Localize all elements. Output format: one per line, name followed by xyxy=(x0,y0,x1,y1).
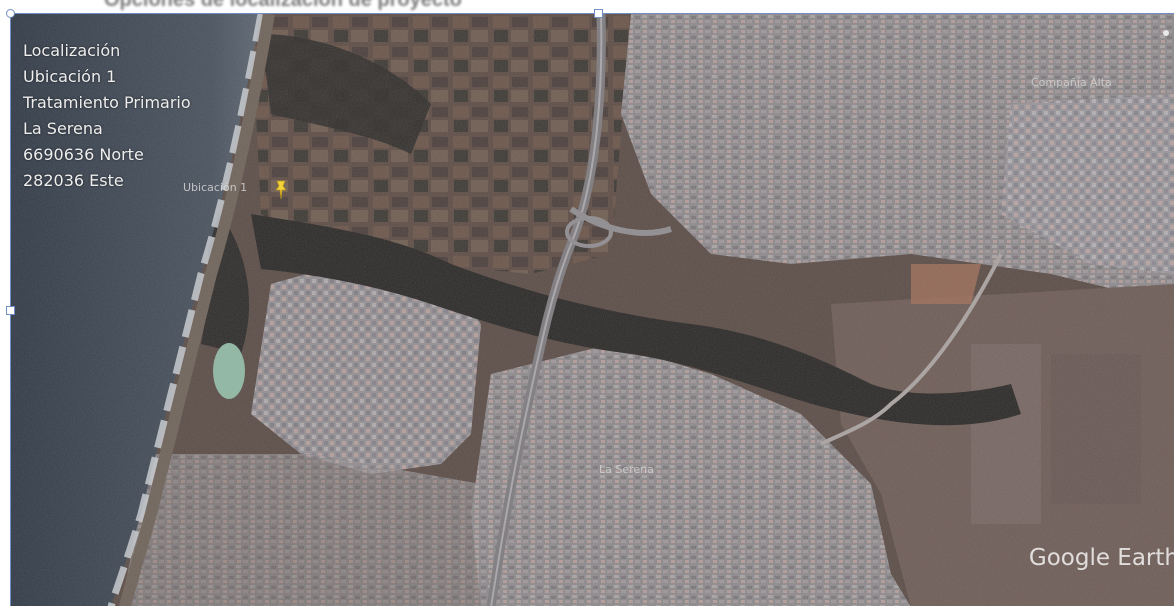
satellite-image xyxy=(11,14,1174,606)
info-city: La Serena xyxy=(23,119,103,138)
info-easting: 282036 Este xyxy=(23,171,124,190)
google-earth-watermark: Google Earth xyxy=(1028,545,1174,571)
pushpin-icon[interactable] xyxy=(274,180,288,200)
info-treatment: Tratamiento Primario xyxy=(23,93,191,112)
compass-icon[interactable] xyxy=(1163,30,1169,36)
page-heading: Opciones de localización de proyecto xyxy=(104,0,462,11)
resize-handle-top-middle[interactable] xyxy=(594,9,603,18)
location-info-panel: Localización Ubicación 1 Tratamiento Pri… xyxy=(23,38,191,194)
pin-label: Ubicación 1 xyxy=(183,181,248,194)
resize-handle-middle-left[interactable] xyxy=(6,306,15,315)
info-title: Localización xyxy=(23,41,121,60)
place-label-compania: Compañía Alta xyxy=(1031,76,1112,89)
info-northing: 6690636 Norte xyxy=(23,145,144,164)
satellite-map[interactable]: Localización Ubicación 1 Tratamiento Pri… xyxy=(10,13,1174,606)
resize-handle-top-left[interactable] xyxy=(6,9,15,18)
place-label-la-serena: La Serena xyxy=(599,463,654,476)
info-location: Ubicación 1 xyxy=(23,67,117,86)
